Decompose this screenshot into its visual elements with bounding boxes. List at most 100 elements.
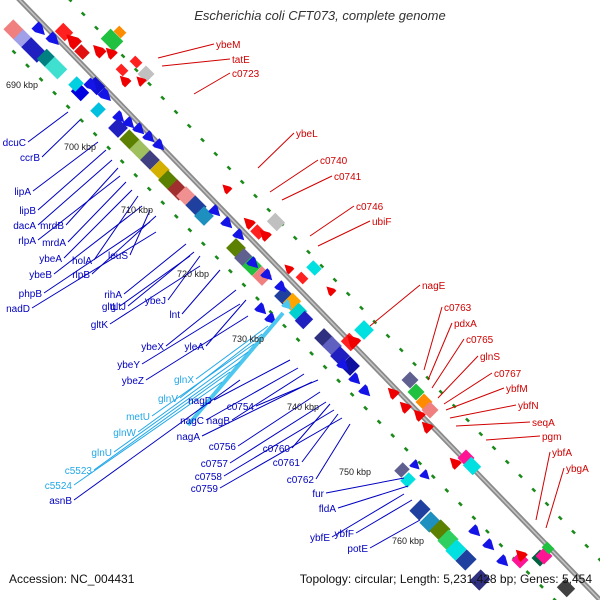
leader-line xyxy=(113,361,241,453)
tick-dot xyxy=(173,213,179,219)
tick-dot xyxy=(498,542,504,548)
leader-line xyxy=(161,58,231,67)
tick-dot xyxy=(557,515,563,521)
gene-label-nagA: nagA xyxy=(177,432,201,443)
reverse-arrow-0 xyxy=(66,34,82,50)
gene-label-holA: holA xyxy=(72,256,92,267)
forward-feature-block-34 xyxy=(419,511,441,533)
forward-feature-block-3 xyxy=(36,48,56,68)
gene-label-c0723: c0723 xyxy=(232,69,260,80)
tick-dot xyxy=(200,241,206,247)
leader-line xyxy=(205,367,299,421)
leader-line xyxy=(301,413,339,463)
leader-line xyxy=(43,221,151,294)
reverse-feature-block-2 xyxy=(100,28,124,52)
gene-label-ybfE: ybfE xyxy=(310,533,330,544)
gene-label-nagD: nagD xyxy=(188,396,212,407)
leader-line xyxy=(325,477,405,494)
gene-label-ybeX: ybeX xyxy=(141,342,164,353)
gene-label-mrdB: mrdB xyxy=(40,221,64,232)
tick-dot xyxy=(403,446,409,452)
reverse-arrow-2 xyxy=(105,47,118,60)
tick-dot xyxy=(444,487,450,493)
reverse-feature-block-20 xyxy=(541,541,555,555)
forward-arrow-9 xyxy=(208,204,221,217)
leader-line xyxy=(32,141,99,192)
tick-dot xyxy=(106,145,112,151)
outer-tick-track xyxy=(68,0,600,562)
reverse-arrow-7 xyxy=(259,229,272,242)
reverse-feature-block-3 xyxy=(113,25,127,39)
map-title: Escherichia coli CFT073, complete genome xyxy=(0,8,600,23)
leader-line xyxy=(37,175,121,241)
gene-label-potE: potE xyxy=(347,544,368,555)
gene-label-gltJ: gltJ xyxy=(110,302,126,313)
leader-line xyxy=(145,315,249,381)
leader-line xyxy=(157,43,215,59)
ruler-label-0: 690 kbp xyxy=(6,80,38,90)
ruler-label-6: 750 kbp xyxy=(339,467,371,477)
reverse-feature-block-18 xyxy=(462,456,482,476)
tick-dot xyxy=(349,392,355,397)
leader-line xyxy=(369,284,421,327)
forward-arrow-3 xyxy=(97,87,111,101)
gene-label-fur: fur xyxy=(312,489,324,500)
leader-line xyxy=(315,423,351,480)
forward-arrow-21 xyxy=(419,469,430,480)
gene-label-nagB: nagB xyxy=(207,416,231,427)
gene-label-lipB: lipB xyxy=(19,206,36,217)
gene-label-glnV: glnV xyxy=(158,394,178,405)
tick-dot xyxy=(336,378,342,384)
ruler-label-1: 700 kbp xyxy=(64,142,96,152)
gene-label-nadD: nadD xyxy=(6,304,30,315)
leader-line xyxy=(355,499,413,534)
forward-feature-block-33 xyxy=(409,499,431,521)
leader-line xyxy=(123,243,187,295)
gene-label-c0767: c0767 xyxy=(494,369,522,380)
tick-dot xyxy=(120,53,126,59)
forward-feature-block-32 xyxy=(400,472,416,488)
reverse-arrow-1 xyxy=(93,45,107,59)
tick-dot xyxy=(465,417,470,423)
tick-dot xyxy=(531,487,537,493)
tick-dot xyxy=(200,137,205,143)
leader-line xyxy=(337,485,409,509)
tick-dot xyxy=(491,445,497,451)
gene-label-asnB: asnB xyxy=(49,496,72,507)
forward-feature-block-26 xyxy=(294,310,314,330)
leader-line xyxy=(443,372,493,405)
forward-arrow-5 xyxy=(122,116,135,129)
gene-label-mrdA: mrdA xyxy=(42,238,66,249)
leader-line xyxy=(27,111,69,143)
reverse-arrow-15 xyxy=(449,457,462,470)
tick-dot xyxy=(376,419,382,425)
reverse-arrow-5 xyxy=(222,184,233,195)
backbone-highlight xyxy=(18,0,600,600)
leader-line xyxy=(53,205,143,275)
tick-dot xyxy=(92,131,98,137)
leader-line xyxy=(109,265,201,325)
leader-line xyxy=(37,149,107,211)
gene-label-ccrB: ccrB xyxy=(20,153,40,164)
tick-dot xyxy=(584,543,590,549)
tick-dot xyxy=(438,389,444,395)
leader-line xyxy=(37,159,113,226)
forward-feature-block-38 xyxy=(455,549,477,571)
leader-line xyxy=(309,205,355,237)
leader-line xyxy=(67,181,127,243)
gene-label-tatE: tatE xyxy=(232,55,250,66)
leader-line xyxy=(93,195,139,261)
gene-label-lipA: lipA xyxy=(14,187,31,198)
tick-dot xyxy=(160,95,166,101)
tick-dot xyxy=(544,501,550,507)
tick-dot xyxy=(52,90,57,96)
forward-feature-block-39 xyxy=(469,569,491,591)
gene-label-rihA: rihA xyxy=(104,290,122,301)
reverse-arrow-12 xyxy=(399,401,412,414)
ruler-label-5: 740 kbp xyxy=(287,402,319,412)
tick-dot xyxy=(319,263,325,269)
leader-line xyxy=(63,189,133,259)
reverse-arrow-16 xyxy=(515,549,528,562)
gene-label-c0757: c0757 xyxy=(201,459,229,470)
